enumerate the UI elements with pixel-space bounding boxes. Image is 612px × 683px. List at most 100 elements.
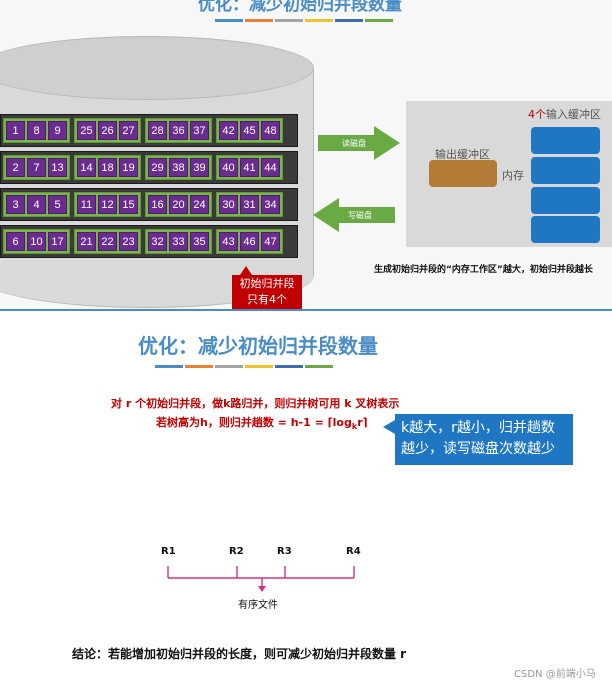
record-cell: 20 — [169, 195, 188, 214]
record-cell: 48 — [261, 121, 280, 140]
record-cell: 3 — [6, 195, 25, 214]
slide-divider — [0, 309, 612, 311]
input-buffer-title: 4个输入缓冲区 — [528, 108, 601, 121]
write-disk-label: 写磁盘 — [348, 211, 372, 220]
record-cell: 28 — [148, 121, 167, 140]
input-buffer — [531, 216, 600, 243]
top-color-bar — [215, 19, 393, 22]
k-effect-callout: k越大，r越小，归并趟数 越少，读写磁盘次数越少 — [383, 414, 573, 465]
record-cell: 46 — [240, 232, 259, 251]
top-slide-title: 优化：减少初始归并段数量 — [198, 0, 402, 15]
color-stripe — [305, 365, 333, 368]
color-stripe — [365, 19, 393, 22]
record-cell: 39 — [190, 158, 209, 177]
record-cell: 30 — [219, 195, 238, 214]
disk-top — [0, 36, 314, 100]
run-label-r2: R2 — [229, 546, 244, 557]
color-stripe — [275, 19, 303, 22]
color-stripe — [185, 365, 213, 368]
record-cell: 14 — [77, 158, 96, 177]
read-disk-arrow — [318, 126, 400, 160]
record-cell: 6 — [6, 232, 25, 251]
record-cell: 43 — [219, 232, 238, 251]
color-stripe — [275, 365, 303, 368]
callout-line: 只有4个 — [247, 293, 287, 306]
record-cell: 31 — [240, 195, 259, 214]
record-cell: 12 — [98, 195, 117, 214]
record-cell: 47 — [261, 232, 280, 251]
record-cell: 9 — [48, 121, 67, 140]
input-buffer — [531, 187, 600, 214]
record-cell: 44 — [261, 158, 280, 177]
input-buffer — [531, 127, 600, 154]
initial-runs-callout: 初始归并段 只有4个 — [232, 266, 302, 309]
input-buffer — [531, 157, 600, 184]
record-cell: 24 — [190, 195, 209, 214]
run-label-r3: R3 — [277, 546, 292, 557]
callout-line: 初始归并段 — [239, 277, 295, 290]
record-cell: 26 — [98, 121, 117, 140]
record-cell: 5 — [48, 195, 67, 214]
record-cell: 10 — [27, 232, 46, 251]
record-cell: 15 — [119, 195, 138, 214]
record-cell: 2 — [6, 158, 25, 177]
record-cell: 17 — [48, 232, 67, 251]
record-cell: 42 — [219, 121, 238, 140]
color-stripe — [155, 365, 183, 368]
write-disk-arrow — [313, 198, 395, 232]
record-cell: 11 — [77, 195, 96, 214]
color-stripe — [215, 365, 243, 368]
bottom-color-bar — [155, 365, 333, 368]
color-stripe — [305, 19, 333, 22]
callout-line: k越大，r越小，归并趟数 — [401, 420, 555, 436]
record-cell: 21 — [77, 232, 96, 251]
record-cell: 35 — [190, 232, 209, 251]
record-cell: 41 — [240, 158, 259, 177]
watermark: CSDN @前端小马 — [514, 669, 596, 680]
output-buffer-label: 输出缓冲区 — [435, 148, 490, 161]
record-cell: 13 — [48, 158, 67, 177]
record-cell: 22 — [98, 232, 117, 251]
merge-passes-formula: 若树高为h，则归并趟数 = h-1 = ⌈logkr⌉ — [156, 416, 368, 432]
record-cell: 37 — [190, 121, 209, 140]
record-cell: 34 — [261, 195, 280, 214]
record-cell: 27 — [119, 121, 138, 140]
read-disk-label: 读磁盘 — [342, 139, 366, 148]
record-cell: 16 — [148, 195, 167, 214]
record-cell: 1 — [6, 121, 25, 140]
record-cell: 8 — [27, 121, 46, 140]
color-stripe — [245, 19, 273, 22]
record-cell: 45 — [240, 121, 259, 140]
run-label-r1: R1 — [161, 546, 176, 557]
memory-label: 内存 — [502, 169, 524, 182]
record-cell: 23 — [119, 232, 138, 251]
color-stripe — [335, 19, 363, 22]
record-cell: 36 — [169, 121, 188, 140]
callout-line: 越少，读写磁盘次数越少 — [401, 441, 555, 457]
ordered-file-label: 有序文件 — [238, 600, 278, 611]
record-cell: 18 — [98, 158, 117, 177]
run-label-r4: R4 — [346, 546, 361, 557]
color-stripe — [245, 365, 273, 368]
ordered-file-bracket — [167, 566, 355, 592]
conclusion-text: 结论：若能增加初始归并段的长度，则可减少初始归并段数量 r — [72, 647, 407, 661]
